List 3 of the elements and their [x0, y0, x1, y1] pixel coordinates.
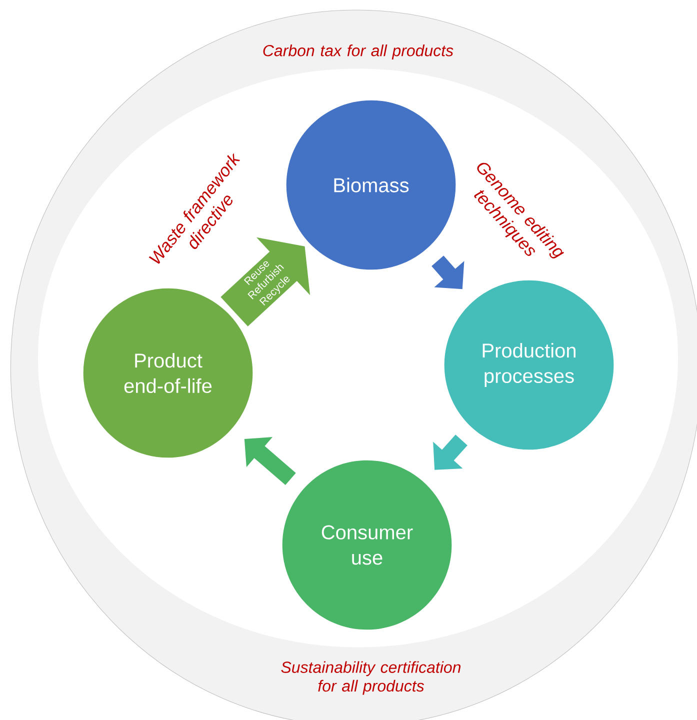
block-arrow	[433, 434, 468, 470]
ring-text: Carbon tax for all products	[263, 44, 454, 60]
ring-text: Sustainability certification for all products	[281, 661, 461, 695]
